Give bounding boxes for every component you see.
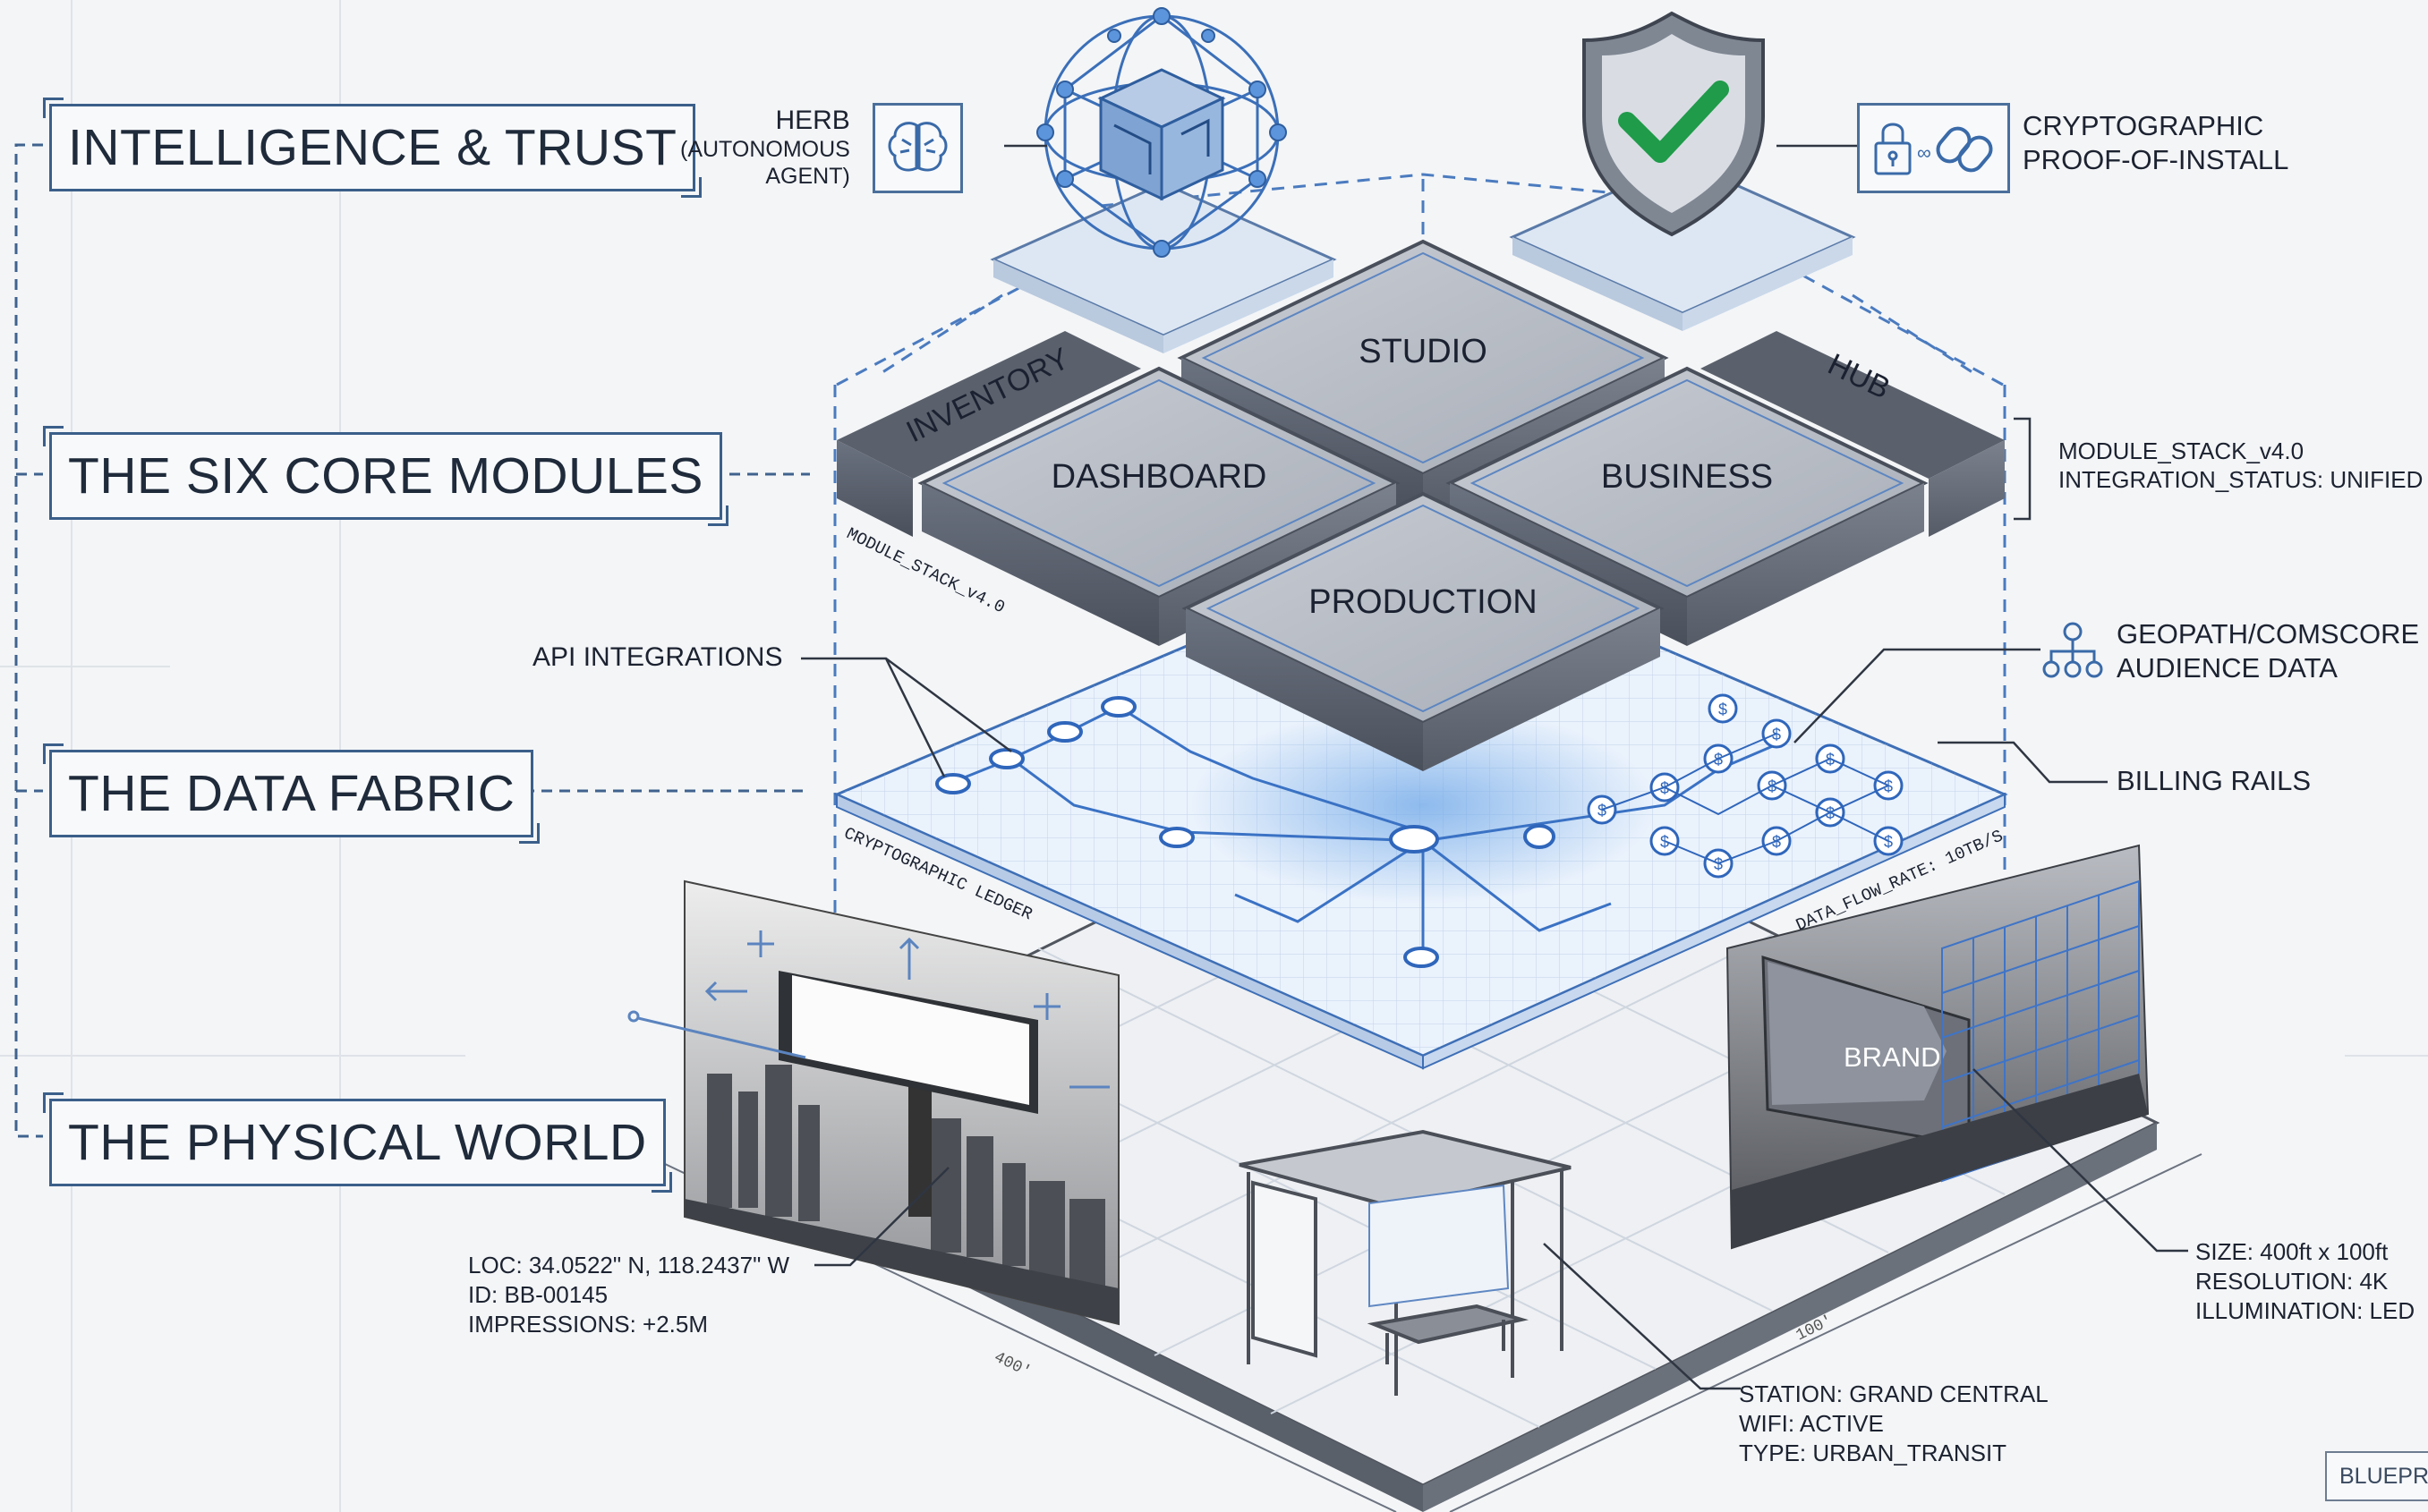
- billboard-loc: LOC: 34.0522" N, 118.2437" W: [468, 1252, 790, 1278]
- svg-text:$: $: [1597, 802, 1606, 820]
- cube-icon: [1097, 68, 1226, 201]
- data-fabric-plane: $ $ $ $ $ $ $ $ $ $ $ $ $: [833, 544, 2008, 1070]
- svg-text:$: $: [1884, 833, 1893, 851]
- chain-link-icon: [1936, 126, 1993, 173]
- crypto-icon-box: ∞: [1857, 103, 2010, 193]
- module-studio-label: STUDIO: [1359, 333, 1487, 370]
- bus-shelter: [1239, 1129, 1572, 1396]
- billboard-impressions: IMPRESSIONS: +2.5M: [468, 1311, 709, 1338]
- billing-nodes: $ $ $ $ $ $ $ $ $ $ $ $ $: [1587, 693, 1904, 879]
- module-stack-line-1: MODULE_STACK_v4.0: [2058, 437, 2304, 464]
- led-size: SIZE: 400ft x 100ft: [2195, 1238, 2389, 1265]
- led-illumination: ILLUMINATION: LED: [2195, 1297, 2415, 1324]
- billing-rails-label: BILLING RAILS: [2117, 765, 2312, 796]
- station-wifi: WIFI: ACTIVE: [1739, 1410, 1884, 1437]
- audience-annotation: GEOPATH/COMSCORE AUDIENCE DATA: [2117, 617, 2419, 685]
- module-dashboard-label: DASHBOARD: [1052, 458, 1267, 496]
- herb-subtitle-2: AGENT): [765, 164, 850, 189]
- module-stack-annotation: MODULE_STACK_v4.0 INTEGRATION_STATUS: UN…: [2058, 437, 2423, 494]
- shield-check-icon: [1582, 11, 1765, 237]
- station-name: STATION: GRAND CENTRAL: [1739, 1380, 2049, 1407]
- herb-subtitle-1: (AUTONOMOUS: [680, 137, 850, 162]
- audience-line-2: AUDIENCE DATA: [2117, 652, 2338, 684]
- svg-text:$: $: [1718, 701, 1727, 718]
- inventory-module: [837, 331, 1141, 537]
- billboard-id: ID: BB-00145: [468, 1281, 609, 1308]
- herb-title: HERB: [775, 106, 850, 135]
- billboard-photo-panel: [627, 879, 1120, 1326]
- crypto-line-2: PROOF-OF-INSTALL: [2023, 144, 2289, 175]
- herb-annotation: HERB (AUTONOMOUS AGENT): [680, 106, 850, 190]
- module-production-label: PRODUCTION: [1308, 583, 1537, 621]
- crypto-annotation: CRYPTOGRAPHIC PROOF-OF-INSTALL: [2023, 109, 2288, 177]
- svg-text:∞: ∞: [1917, 141, 1931, 164]
- layer-label-intelligence: INTELLIGENCE & TRUST: [42, 98, 703, 198]
- brand-text: BRAND: [1844, 1041, 1941, 1073]
- module-business-label: BUSINESS: [1601, 458, 1773, 496]
- crypto-icons: ∞: [1874, 123, 1993, 175]
- audience-line-1: GEOPATH/COMSCORE: [2117, 618, 2420, 650]
- layer-label-data-fabric: THE DATA FABRIC: [42, 743, 541, 844]
- production-module: [1181, 491, 1665, 771]
- led-annotation: SIZE: 400ft x 100ft RESOLUTION: 4K ILLUM…: [2195, 1237, 2415, 1326]
- blueprint-tag: BLUEPR: [2325, 1451, 2428, 1501]
- brain-icon: [888, 122, 948, 172]
- crypto-line-1: CRYPTOGRAPHIC: [2023, 110, 2264, 141]
- org-chart-icon: [2042, 622, 2103, 678]
- billboard-annotation: LOC: 34.0522" N, 118.2437" W ID: BB-0014…: [468, 1251, 789, 1339]
- herb-agent-platform: [990, 7, 1337, 353]
- api-integrations-label: API INTEGRATIONS: [532, 642, 783, 672]
- proof-platform: [1509, 11, 1856, 331]
- brain-icon-box: [873, 103, 963, 193]
- lock-icon: [1874, 123, 1912, 175]
- led-billboard-panel: BRAND: [1725, 844, 2150, 1250]
- station-type: TYPE: URBAN_TRANSIT: [1739, 1440, 2007, 1466]
- layer-label-modules: THE SIX CORE MODULES: [43, 426, 728, 526]
- svg-text:400': 400': [991, 1348, 1034, 1381]
- module-stack-line-2: INTEGRATION_STATUS: UNIFIED: [2058, 466, 2424, 493]
- api-nodes: [935, 696, 1555, 968]
- led-resolution: RESOLUTION: 4K: [2195, 1268, 2389, 1295]
- hub-module: [1700, 331, 2005, 537]
- layer-label-physical: THE PHYSICAL WORLD: [43, 1092, 672, 1193]
- station-annotation: STATION: GRAND CENTRAL WIFI: ACTIVE TYPE…: [1739, 1380, 2049, 1468]
